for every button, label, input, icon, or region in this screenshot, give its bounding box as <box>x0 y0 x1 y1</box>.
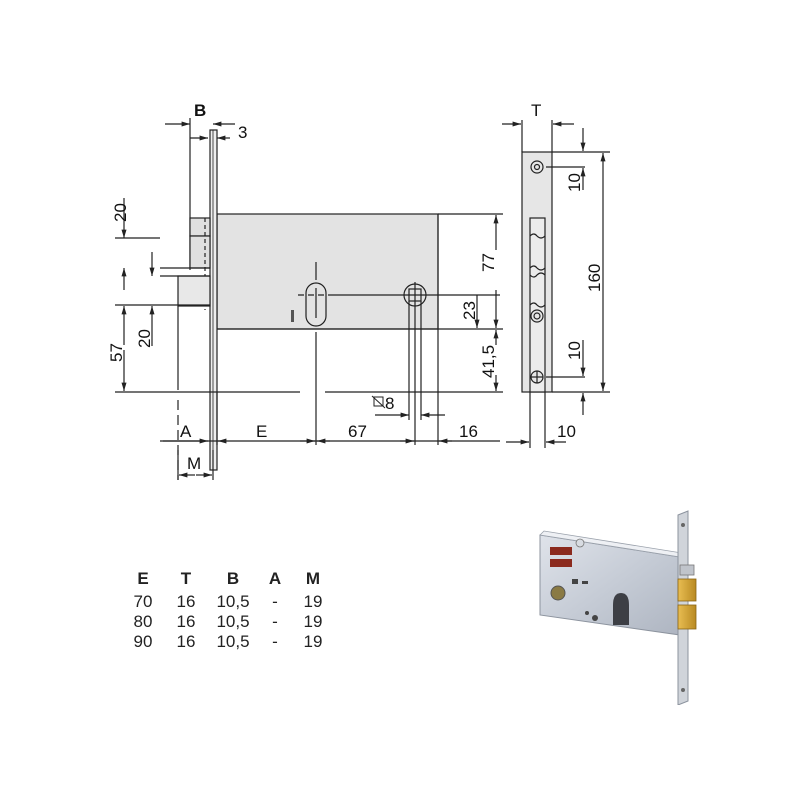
brass-bolt-lower-icon <box>677 604 697 630</box>
table-row: 70 16 10,5 - 19 <box>122 592 334 612</box>
header-B: B <box>226 569 240 588</box>
roller-icon <box>530 309 544 323</box>
cell-A: - <box>272 632 278 651</box>
dim-label-A: A <box>180 422 192 441</box>
faceplate <box>209 129 218 471</box>
dim-label-160: 160 <box>585 264 604 292</box>
dim-label-10-top: 10 <box>565 173 584 192</box>
mortise-lock-photo <box>539 510 697 705</box>
side-view <box>502 120 610 448</box>
dim-label-E: E <box>256 422 267 441</box>
cell-E: 80 <box>133 612 153 631</box>
dim-label-square-8: 8 <box>385 394 394 413</box>
cell-M: 19 <box>303 612 323 631</box>
lock-body <box>216 213 439 330</box>
front-view <box>115 118 503 480</box>
dim-label-B: B <box>194 101 206 120</box>
cell-T: 16 <box>176 632 196 651</box>
cell-M: 19 <box>303 632 323 651</box>
header-M: M <box>305 569 321 588</box>
dim-label-57: 57 <box>107 343 126 362</box>
cell-B: 10,5 <box>216 612 250 631</box>
cell-T: 16 <box>176 592 196 611</box>
dim-label-16: 16 <box>459 422 478 441</box>
header-T: T <box>180 569 192 588</box>
dim-label-10-bottom: 10 <box>565 341 584 360</box>
dim-label-M: M <box>187 454 201 473</box>
table-row: 90 16 10,5 - 19 <box>122 632 334 652</box>
spec-table: E T B A M 70 16 10,5 - 19 80 16 10,5 - 1… <box>122 566 334 652</box>
keyhole-round-icon <box>550 585 566 601</box>
dim-label-23: 23 <box>460 301 479 320</box>
latch-icon <box>679 564 695 576</box>
dim-label-10-width: 10 <box>557 422 576 441</box>
dim-label-67: 67 <box>348 422 367 441</box>
latch <box>177 275 211 307</box>
cell-B: 10,5 <box>216 592 250 611</box>
dim-label-T: T <box>531 101 541 120</box>
square-section-icon <box>371 395 386 409</box>
screw-top-icon <box>530 160 544 174</box>
dim-label-77: 77 <box>479 253 498 272</box>
cell-T: 16 <box>176 612 196 631</box>
cell-E: 70 <box>133 592 153 611</box>
deadbolt-lower <box>189 235 211 269</box>
dim-label-3: 3 <box>238 123 247 142</box>
dim-label-41-5: 41,5 <box>479 345 498 378</box>
header-A: A <box>268 569 282 588</box>
header-E: E <box>137 569 149 588</box>
cell-M: 19 <box>303 592 323 611</box>
cell-B: 10,5 <box>216 632 250 651</box>
cell-A: - <box>272 612 278 631</box>
red-label-icon <box>550 547 572 555</box>
cylinder-slot-icon <box>613 593 629 625</box>
spec-table-header: E T B A M <box>122 566 334 592</box>
table-row: 80 16 10,5 - 19 <box>122 612 334 632</box>
dim-label-20-top: 20 <box>111 203 130 222</box>
cell-A: - <box>272 592 278 611</box>
dimension-labels: B 3 T 20 20 57 77 23 41,5 160 10 10 10 8… <box>107 101 604 473</box>
dim-label-20-mid: 20 <box>135 329 154 348</box>
cell-E: 90 <box>133 632 153 651</box>
brass-bolt-upper-icon <box>677 578 697 602</box>
deadbolt-upper <box>189 217 211 237</box>
